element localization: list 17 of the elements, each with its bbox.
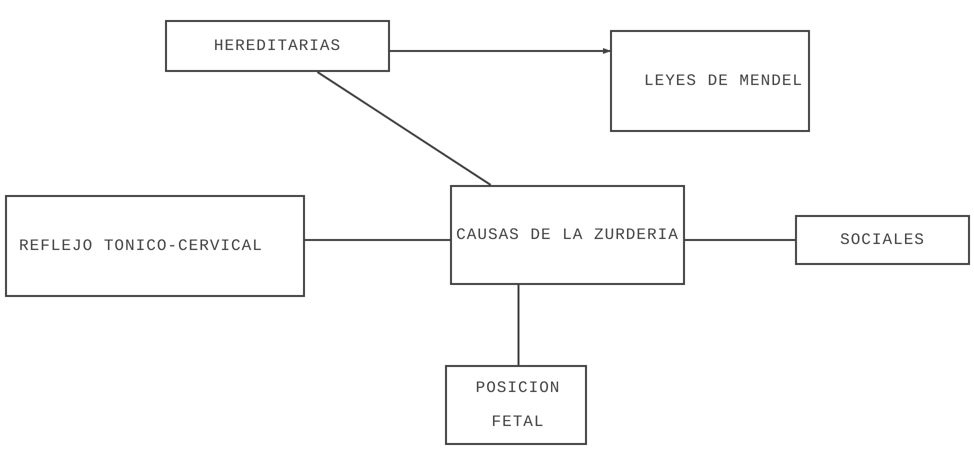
box-label: REFLEJO TONICO-CERVICAL: [19, 236, 263, 257]
connector-line: [518, 285, 520, 365]
box-label: LEYES DE MENDEL: [644, 71, 804, 92]
box-label: SOCIALES: [840, 230, 925, 251]
connector-line: [390, 48, 611, 54]
text-box: [450, 185, 685, 285]
box-label: POSICION FETAL: [474, 378, 562, 433]
text-box: [165, 20, 390, 72]
text-box: [445, 365, 587, 445]
box-label: CAUSAS DE LA ZURDERIA: [456, 225, 679, 246]
connector-line: [685, 239, 795, 241]
box-label: HEREDITARIAS: [214, 36, 342, 57]
connector-line: [316, 71, 492, 186]
connector-line: [305, 239, 450, 241]
text-box: [610, 30, 810, 132]
text-box: [5, 195, 305, 297]
text-box: [795, 215, 970, 265]
